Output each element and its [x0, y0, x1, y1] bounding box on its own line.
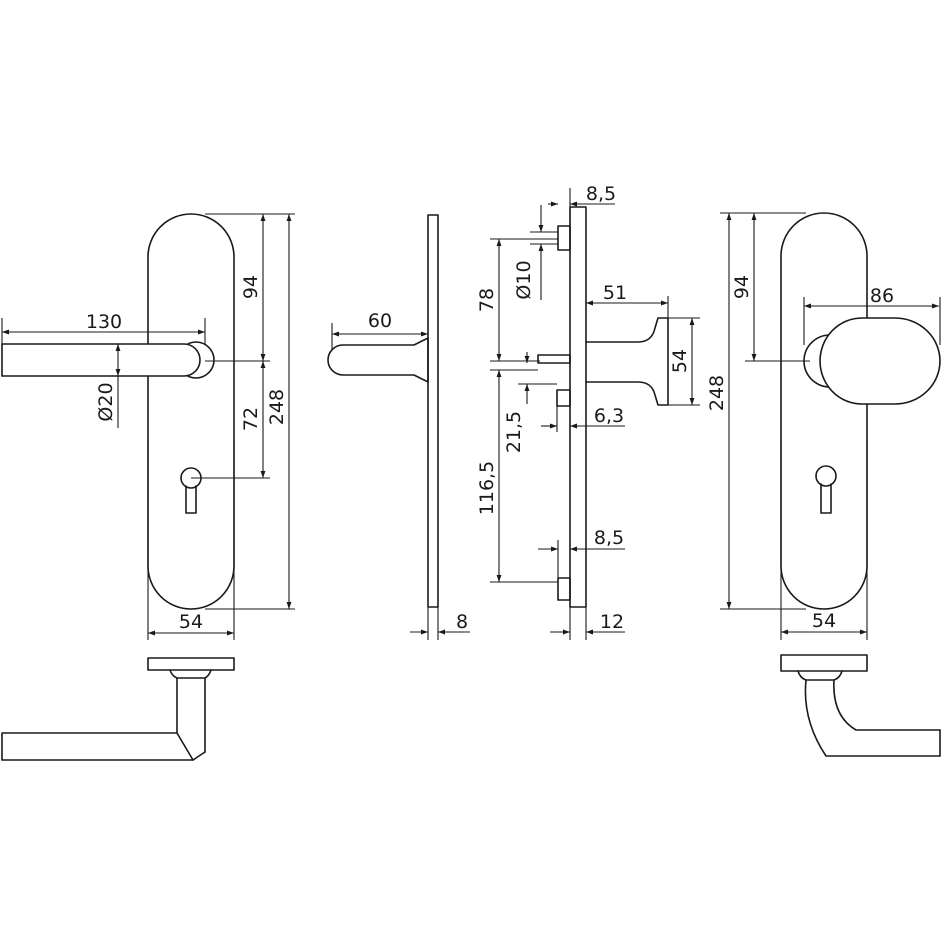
dim-knob-top: 8,5	[586, 183, 616, 205]
curved-arm-inner	[833, 679, 941, 731]
dim-lever-diameter: Ø20	[95, 382, 117, 421]
dim-right-height: 248	[706, 375, 728, 411]
lever-top-arm	[1, 732, 194, 761]
dim-plate-width: 54	[179, 611, 203, 633]
dim-plate-upper: 94	[240, 275, 262, 299]
dim-knob-bottom: 8,5	[594, 527, 624, 549]
side-view: 60 8	[327, 214, 470, 640]
stud-step	[556, 389, 571, 407]
side-plate	[427, 214, 439, 608]
curved-top-plate	[780, 654, 868, 672]
curved-arm-outer	[804, 679, 941, 757]
knob-side-view: 8,5 Ø10 78 51 54 21,5 6,3	[476, 183, 700, 640]
dim-side-projection: 60	[368, 310, 392, 332]
dim-knob-lower: 116,5	[476, 461, 498, 515]
top-spacer	[557, 225, 571, 251]
dim-right-knob-length: 86	[870, 285, 894, 307]
dim-knob-projection: 51	[603, 282, 627, 304]
stud-bolt	[537, 354, 571, 364]
lever-top-plate	[147, 657, 235, 671]
dim-knob-depth: 6,3	[594, 405, 624, 427]
dim-knob-step: 21,5	[503, 411, 525, 453]
knob-keyhole-circle	[815, 465, 837, 487]
lever-top-neck	[169, 669, 212, 679]
lever-top-view	[1, 657, 235, 761]
front-view-lever: 130 Ø20 94 72 248 54	[1, 213, 295, 640]
curved-top-neck	[797, 670, 843, 681]
dim-knob-pin-diameter: Ø10	[513, 260, 535, 299]
knob-keyhole-slot	[820, 483, 832, 514]
dim-lever-length: 130	[86, 311, 122, 333]
dim-knob-plate-thickness: 12	[600, 611, 624, 633]
escutcheon-plate	[147, 213, 235, 610]
dim-side-thickness: 8	[456, 611, 468, 633]
dim-key-offset: 72	[240, 407, 262, 431]
lever-top-bend	[192, 751, 206, 761]
dim-knob-height: 54	[669, 349, 691, 373]
front-view-knob: 94 248 86 54	[706, 212, 941, 640]
bottom-spacer	[557, 577, 571, 601]
dim-plate-height: 248	[266, 389, 288, 425]
knob-body	[819, 317, 941, 405]
side-lever	[327, 337, 429, 383]
dim-right-upper: 94	[731, 275, 753, 299]
dim-right-width: 54	[812, 610, 836, 632]
knob-plate	[569, 206, 587, 608]
dim-knob-upper: 78	[476, 288, 498, 312]
curved-lever-top-view	[780, 654, 941, 757]
knob-escutcheon-plate	[780, 212, 868, 610]
knob-profile	[585, 317, 669, 406]
lever-handle	[1, 343, 201, 377]
keyhole-slot	[185, 485, 197, 514]
